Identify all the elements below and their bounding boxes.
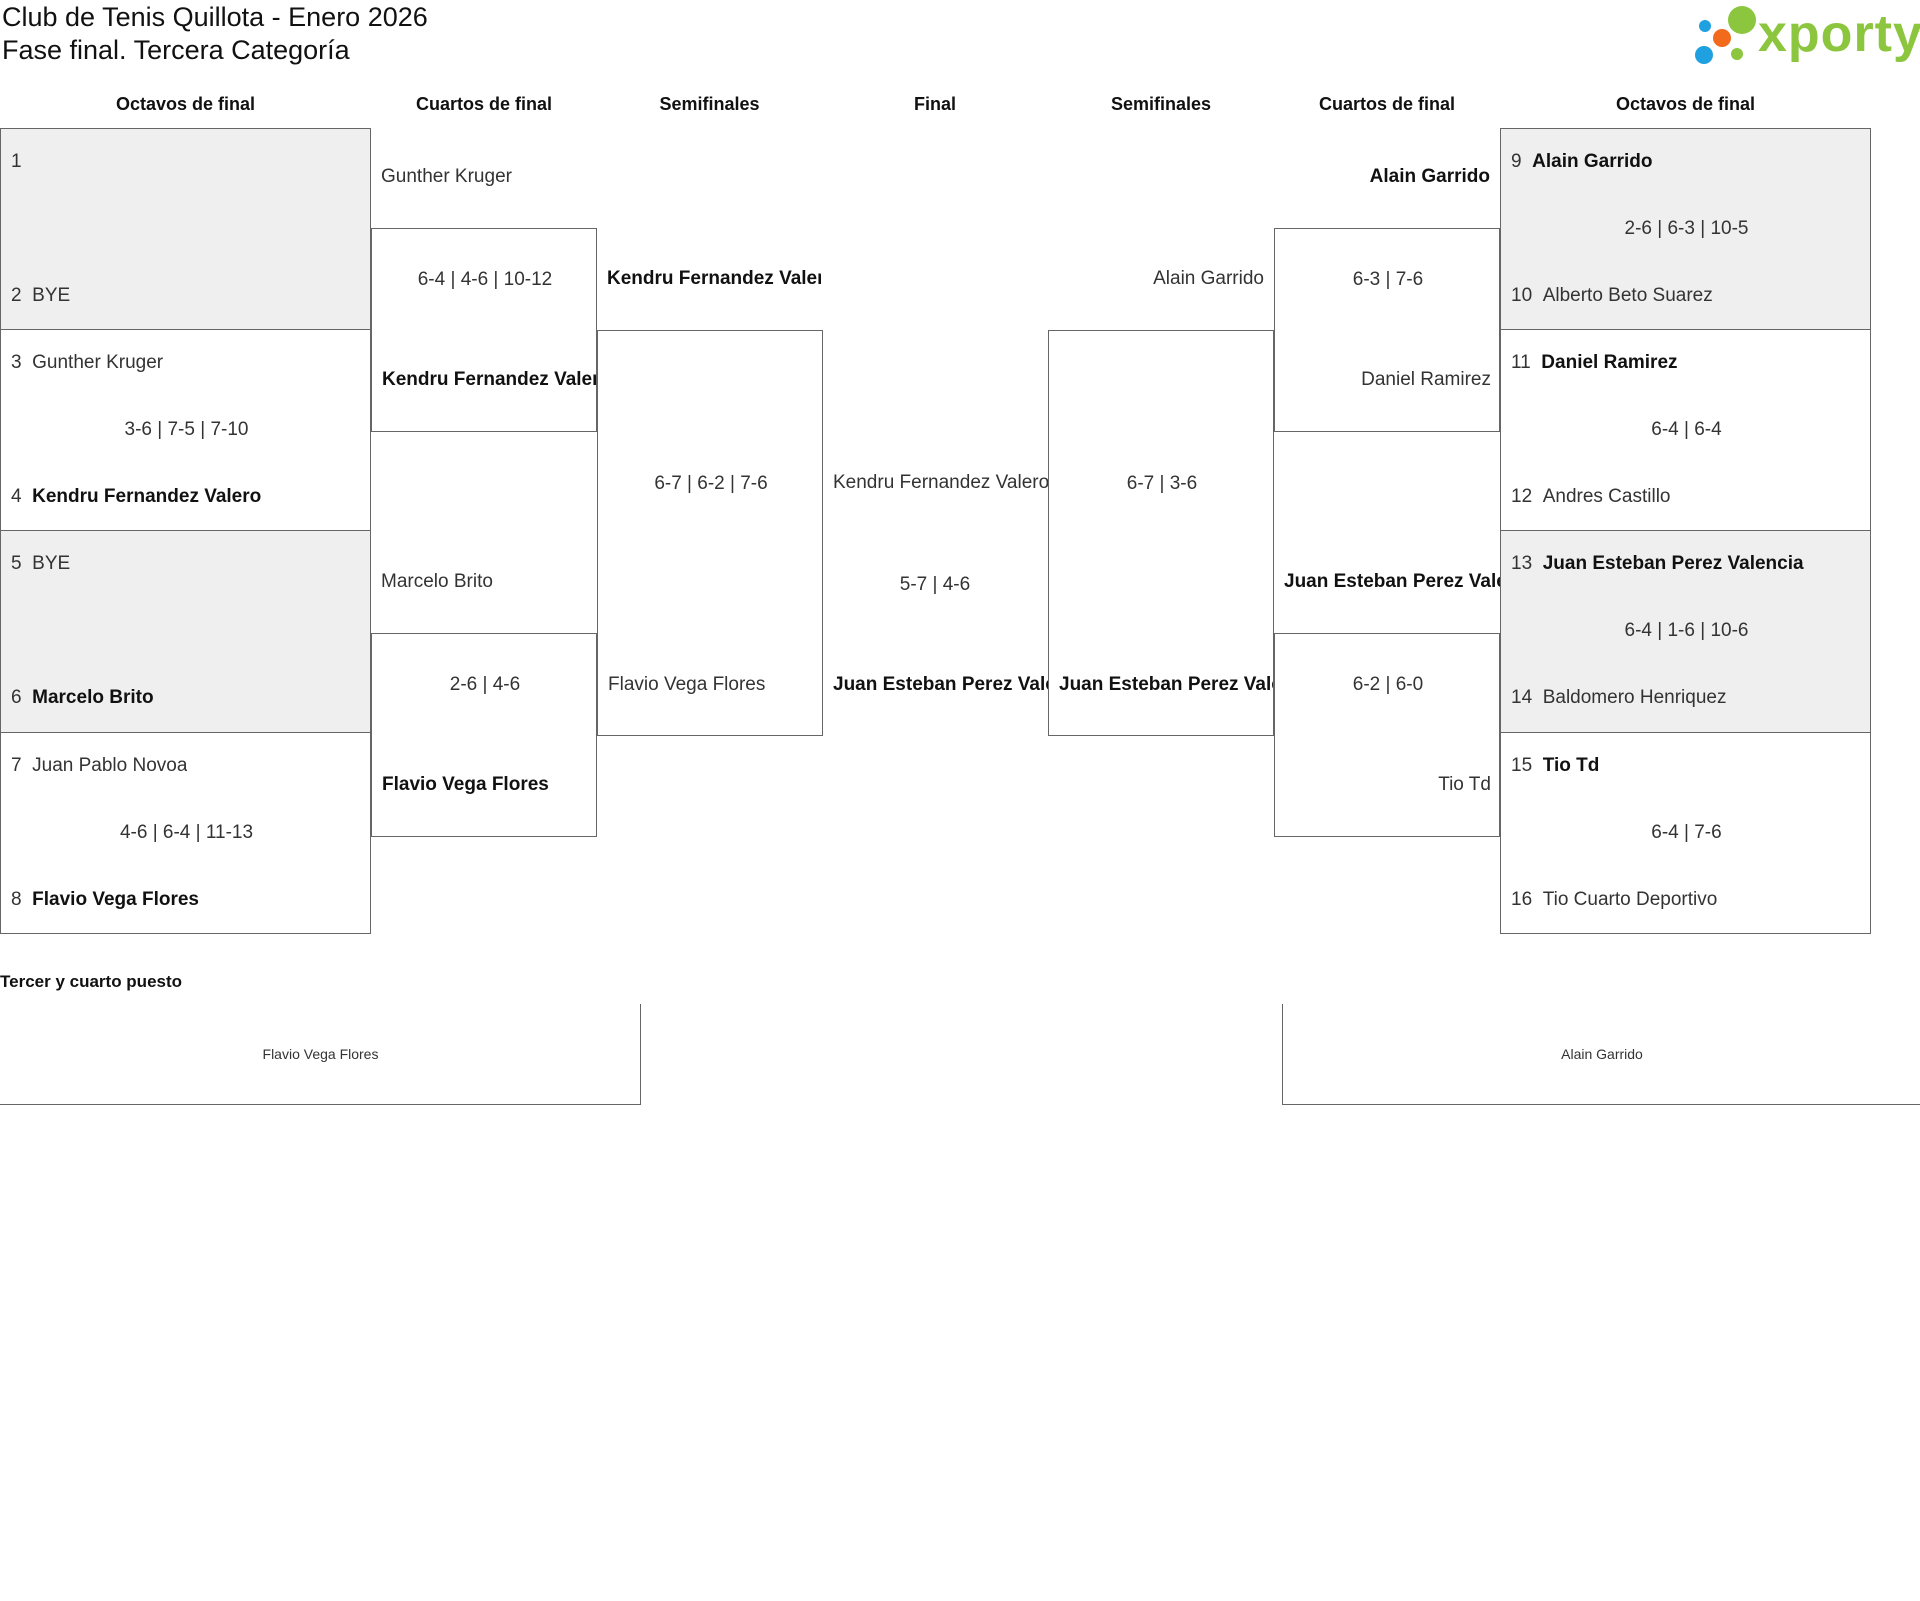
match-score: 6-2 | 6-0	[1352, 674, 1424, 695]
third-place-player-a: Flavio Vega Flores	[262, 1046, 379, 1062]
seed: 9	[1511, 151, 1522, 172]
player-name-winner: Marcelo Brito	[32, 687, 154, 708]
player-name: Gunther Kruger	[32, 352, 164, 373]
player-name: Baldomero Henriquez	[1542, 687, 1727, 708]
seed: 10	[1511, 285, 1533, 306]
player-name: Tio Cuarto Deportivo	[1542, 889, 1718, 910]
seed: 11	[1511, 352, 1531, 373]
left-sf-player-a: Kendru Fernandez Valero	[607, 268, 821, 289]
seed: 4	[11, 486, 22, 507]
match-score: 3-6 | 7-5 | 7-10	[124, 419, 249, 440]
player-name: Juan Pablo Novoa	[32, 755, 188, 776]
player-name-winner: Flavio Vega Flores	[32, 889, 199, 910]
match-score: 6-4 | 7-6	[1651, 822, 1722, 843]
left-qf-1-player-a: Gunther Kruger	[381, 166, 512, 187]
match-score: 2-6 | 6-3 | 10-5	[1624, 218, 1749, 239]
seed: 1	[11, 151, 22, 172]
player-name-winner: Juan Esteban Perez Valencia	[1542, 553, 1804, 574]
seed: 12	[1511, 486, 1533, 507]
match-left-qf-2: 2-6 | 4-6 Flavio Vega Flores	[371, 633, 597, 837]
match-left-r16-1: 1 2 BYE	[0, 128, 371, 330]
match-score: 6-4 | 4-6 | 10-12	[417, 269, 553, 290]
match-score: 6-7 | 6-2 | 7-6	[654, 473, 768, 494]
player-name-winner: Daniel Ramirez	[1541, 352, 1678, 373]
player-name-winner: Kendru Fernandez Valero	[32, 486, 262, 507]
seed: 13	[1511, 553, 1533, 574]
round-header-right-r16: Octavos de final	[1615, 94, 1756, 114]
player-name: Andres Castillo	[1542, 486, 1671, 507]
round-header-left-qf: Cuartos de final	[415, 94, 553, 114]
seed: 3	[11, 352, 22, 373]
player-name-winner: Tio Td	[1542, 755, 1600, 776]
seed: 14	[1511, 687, 1533, 708]
player-name-winner: Flavio Vega Flores	[382, 774, 549, 795]
match-right-qf-2: 6-2 | 6-0 Tio Td	[1274, 633, 1500, 837]
final-player-b-winner: Juan Esteban Perez Valencia	[833, 674, 1048, 695]
player-name-winner: Kendru Fernandez Valero	[382, 369, 596, 390]
seed: 5	[11, 553, 22, 574]
right-qf-2-player-a-winner: Juan Esteban Perez Valencia	[1284, 571, 1500, 592]
round-header-right-sf: Semifinales	[1110, 94, 1212, 114]
right-qf-1-player-a-winner: Alain Garrido	[1369, 166, 1490, 187]
third-place-player-b: Alain Garrido	[1561, 1046, 1643, 1062]
final-player-a: Kendru Fernandez Valero	[833, 472, 1048, 493]
page-subtitle: Fase final. Tercera Categoría	[2, 35, 350, 65]
match-score: 6-3 | 7-6	[1352, 269, 1424, 290]
round-header-final: Final	[913, 94, 956, 114]
match-score: 6-4 | 1-6 | 10-6	[1624, 620, 1749, 641]
third-place-title: Tercer y cuarto puesto	[0, 972, 183, 991]
player-name: BYE	[32, 285, 71, 306]
round-header-left-sf: Semifinales	[659, 94, 760, 114]
seed: 2	[11, 285, 22, 306]
player-name-winner: Juan Esteban Perez Valencia	[1059, 674, 1273, 695]
round-header-left-r16: Octavos de final	[115, 94, 256, 114]
match-right-r16-4: 15 Tio Td 6-4 | 7-6 16 Tio Cuarto Deport…	[1500, 732, 1871, 934]
match-score: 2-6 | 4-6	[449, 674, 521, 695]
match-right-r16-2: 11 Daniel Ramirez 6-4 | 6-4 12 Andres Ca…	[1500, 329, 1871, 531]
player-name: Flavio Vega Flores	[608, 674, 766, 695]
match-score: 6-7 | 3-6	[1126, 473, 1198, 494]
seed: 6	[11, 687, 22, 708]
match-score: 4-6 | 6-4 | 11-13	[119, 822, 254, 843]
match-left-r16-4: 7 Juan Pablo Novoa 4-6 | 6-4 | 11-13 8 F…	[0, 732, 371, 934]
seed: 15	[1511, 755, 1533, 776]
match-left-sf: 6-7 | 6-2 | 7-6 Flavio Vega Flores	[597, 330, 823, 736]
player-name: Alberto Beto Suarez	[1542, 285, 1713, 306]
seed: 7	[11, 755, 22, 776]
match-score: 6-4 | 6-4	[1651, 419, 1722, 440]
match-right-qf-1: 6-3 | 7-6 Daniel Ramirez	[1274, 228, 1500, 432]
page-title: Club de Tenis Quillota - Enero 2026	[2, 2, 428, 32]
left-qf-2-player-a: Marcelo Brito	[381, 571, 493, 592]
match-right-r16-3: 13 Juan Esteban Perez Valencia 6-4 | 1-6…	[1500, 530, 1871, 733]
xporty-logo: xporty	[1694, 4, 1920, 68]
player-name-winner: Alain Garrido	[1532, 151, 1653, 172]
third-place-right-bracket: Alain Garrido	[1282, 1004, 1920, 1105]
final-score: 5-7 | 4-6	[899, 574, 971, 595]
logo-dots-icon	[1695, 6, 1756, 64]
right-sf-player-a: Alain Garrido	[1153, 268, 1264, 289]
round-header-right-qf: Cuartos de final	[1318, 94, 1456, 114]
player-name: Daniel Ramirez	[1361, 369, 1491, 390]
match-left-r16-3: 5 BYE 6 Marcelo Brito	[0, 530, 371, 733]
logo-text: xporty	[1758, 5, 1920, 63]
seed: 8	[11, 889, 22, 910]
match-left-r16-2: 3 Gunther Kruger 3-6 | 7-5 | 7-10 4 Kend…	[0, 329, 371, 531]
match-right-sf: 6-7 | 3-6 Juan Esteban Perez Valencia	[1048, 330, 1274, 736]
player-name: Tio Td	[1438, 774, 1491, 795]
third-place-left-bracket: Flavio Vega Flores	[0, 1004, 641, 1105]
player-name: BYE	[32, 553, 71, 574]
seed: 16	[1511, 889, 1533, 910]
match-left-qf-1: 6-4 | 4-6 | 10-12 Kendru Fernandez Valer…	[371, 228, 597, 432]
match-right-r16-1: 9 Alain Garrido 2-6 | 6-3 | 10-5 10 Albe…	[1500, 128, 1871, 330]
